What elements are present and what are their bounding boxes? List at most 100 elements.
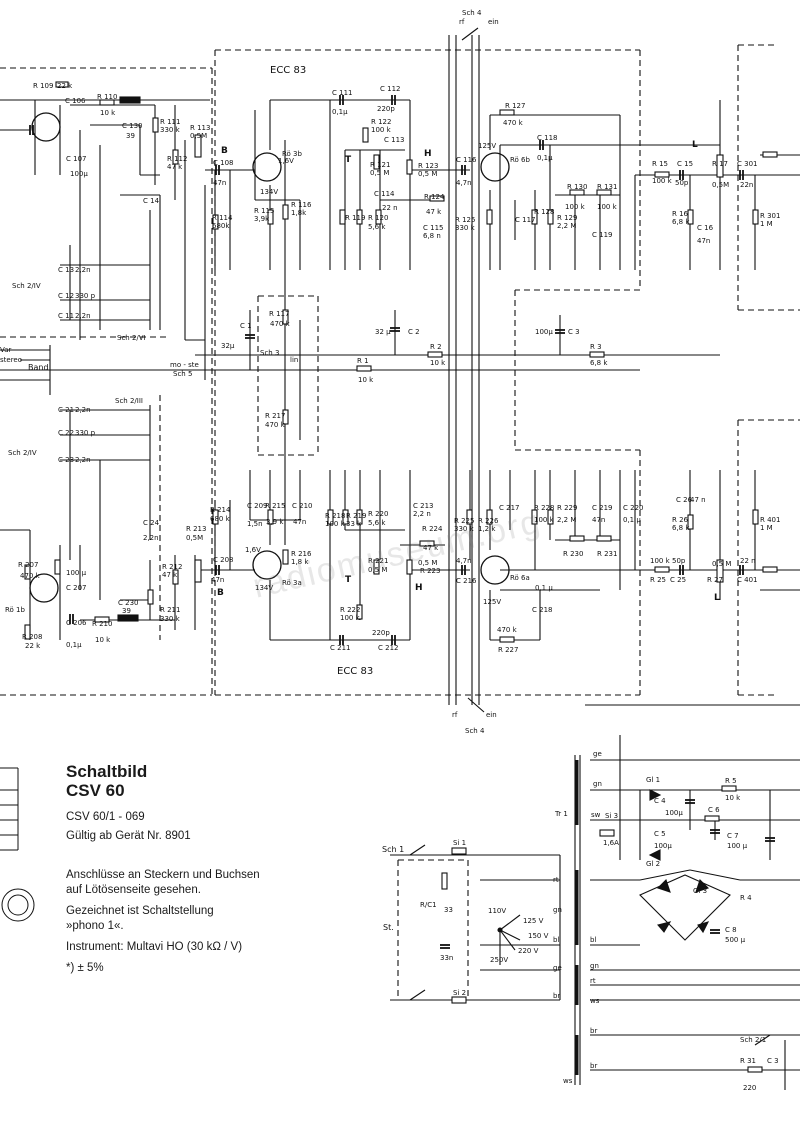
component-label: R 228 xyxy=(534,504,554,512)
component-label: R 223 xyxy=(420,567,440,575)
component-label: rt xyxy=(553,876,559,884)
label-sch2-1: Sch 2/1 xyxy=(740,1036,766,1044)
component-label: C 13 xyxy=(58,266,74,274)
component-label: 2,2 n xyxy=(413,510,431,518)
component-label: R 217 xyxy=(265,412,285,420)
tube-type-top: ECC 83 xyxy=(270,65,306,76)
component-label: bl xyxy=(590,936,596,944)
component-label: 47 n xyxy=(690,496,706,504)
component-label: 33n xyxy=(440,954,453,962)
component-label: 10 k xyxy=(100,109,116,117)
component-label: 125 V xyxy=(523,917,544,925)
component-label: R 116 xyxy=(291,201,312,209)
component-label: 10 k xyxy=(95,636,111,644)
component-label: 47n xyxy=(293,518,306,526)
component-label: R 4 xyxy=(740,894,752,902)
component-label: C 218 xyxy=(532,606,552,614)
component-label: ge xyxy=(553,964,562,972)
label-sch4-top: Sch 4 xyxy=(462,9,482,17)
component-label: C 21 xyxy=(58,406,74,414)
component-label: 0,5M xyxy=(190,132,207,140)
component-label: 0,1µ xyxy=(537,154,553,162)
label-sch3: Sch 3 xyxy=(260,349,279,357)
component-label: R 215 xyxy=(265,502,285,510)
component-label: R 1 xyxy=(357,357,369,365)
label-stereo: stereo xyxy=(0,356,22,364)
marker-b-top: B xyxy=(221,146,228,156)
component-label: 100µ xyxy=(535,328,553,336)
component-label: C 114 xyxy=(374,190,395,198)
component-label: 125V xyxy=(483,598,501,606)
marker-b-bottom: B xyxy=(217,588,224,598)
component-label: R 111 xyxy=(160,118,180,126)
component-label: R 207 xyxy=(18,561,38,569)
component-label: 330 k xyxy=(160,126,181,134)
component-label: C 24 xyxy=(143,519,160,527)
component-label: 2,2n xyxy=(75,312,91,320)
component-label: C 111 xyxy=(332,89,352,97)
component-label: 1,2 k xyxy=(478,525,496,533)
component-label: C 112 xyxy=(380,85,400,93)
component-label: 39 xyxy=(126,132,135,140)
component-label: 220p xyxy=(377,105,395,113)
component-label: R 131 xyxy=(597,183,617,191)
component-label: C 213 xyxy=(413,502,433,510)
component-label: br xyxy=(590,1027,597,1035)
component-label: 33 xyxy=(444,906,453,914)
label-sch2-iv: Sch 2/IV xyxy=(12,282,41,290)
label-sch2-iv-b: Sch 2/IV xyxy=(8,449,37,457)
component-label: C 118 xyxy=(537,134,557,142)
component-labels: ECC 83 ECC 83 Rö 3b Rö 6b Rö 3a Rö 6a Rö… xyxy=(0,9,780,1092)
label-sch4-bottom: Sch 4 xyxy=(465,727,485,735)
component-label: 330 k xyxy=(454,525,475,533)
component-label: 47n xyxy=(211,576,224,584)
tube-label-ro6b: Rö 6b xyxy=(510,156,531,164)
component-label: R 3 xyxy=(590,343,602,351)
component-label: 125V xyxy=(478,142,496,150)
component-label: C 220 xyxy=(623,504,643,512)
tube-label-ro3b: Rö 3b xyxy=(282,150,303,158)
component-label: 470 k xyxy=(503,119,524,127)
label-ein-bottom: ein xyxy=(486,711,497,719)
component-label: R 119 xyxy=(345,214,365,222)
component-label: 39 xyxy=(122,607,131,615)
tube-label-ro3a: Rö 3a xyxy=(282,579,302,587)
component-label: 100 µ xyxy=(66,569,87,577)
component-label: 50p xyxy=(675,179,689,187)
component-label: 47 k xyxy=(423,544,439,552)
component-label: C 3 xyxy=(767,1057,779,1065)
component-label: 2,2n xyxy=(75,406,91,414)
component-label: 0,1 µ xyxy=(623,516,641,524)
component-label: C 108 xyxy=(213,159,233,167)
mains-switch xyxy=(409,844,771,1046)
component-label: 10 k xyxy=(358,376,374,384)
component-label: 0,5 M xyxy=(370,169,389,177)
component-label: 500 µ xyxy=(725,936,746,944)
component-label: R 212 xyxy=(162,563,182,571)
label-sch2-vi: Sch 2/VI xyxy=(117,334,146,342)
component-label: R 122 xyxy=(371,118,391,126)
component-label: gn xyxy=(593,780,602,788)
component-label: R 125 xyxy=(455,216,475,224)
component-label: C 1 xyxy=(240,322,252,330)
component-label: R 115 xyxy=(254,207,274,215)
component-label: C 208 xyxy=(213,556,233,564)
component-label: C 116 xyxy=(456,156,477,164)
component-label: C 107 xyxy=(66,155,86,163)
component-label: C 8 xyxy=(725,926,737,934)
caption-note-4: »phono 1«. xyxy=(66,920,124,932)
component-label: C 117 xyxy=(515,216,535,224)
component-label: R 112 xyxy=(167,155,187,163)
resistor-symbols xyxy=(24,81,778,1073)
component-label: R 227 xyxy=(498,646,518,654)
marker-h-top: H xyxy=(424,149,432,159)
component-label: C 230 xyxy=(118,599,138,607)
component-label: R 5 xyxy=(725,777,737,785)
component-label: 134V xyxy=(260,188,278,196)
component-label: 100 k xyxy=(325,520,346,528)
component-label: 0,1 µ xyxy=(535,584,553,592)
component-label: 470 k xyxy=(497,626,518,634)
component-label: C 106 xyxy=(65,97,86,105)
caption-valid: Gültig ab Gerät Nr. 8901 xyxy=(66,830,191,842)
component-label: 1 M xyxy=(760,220,773,228)
